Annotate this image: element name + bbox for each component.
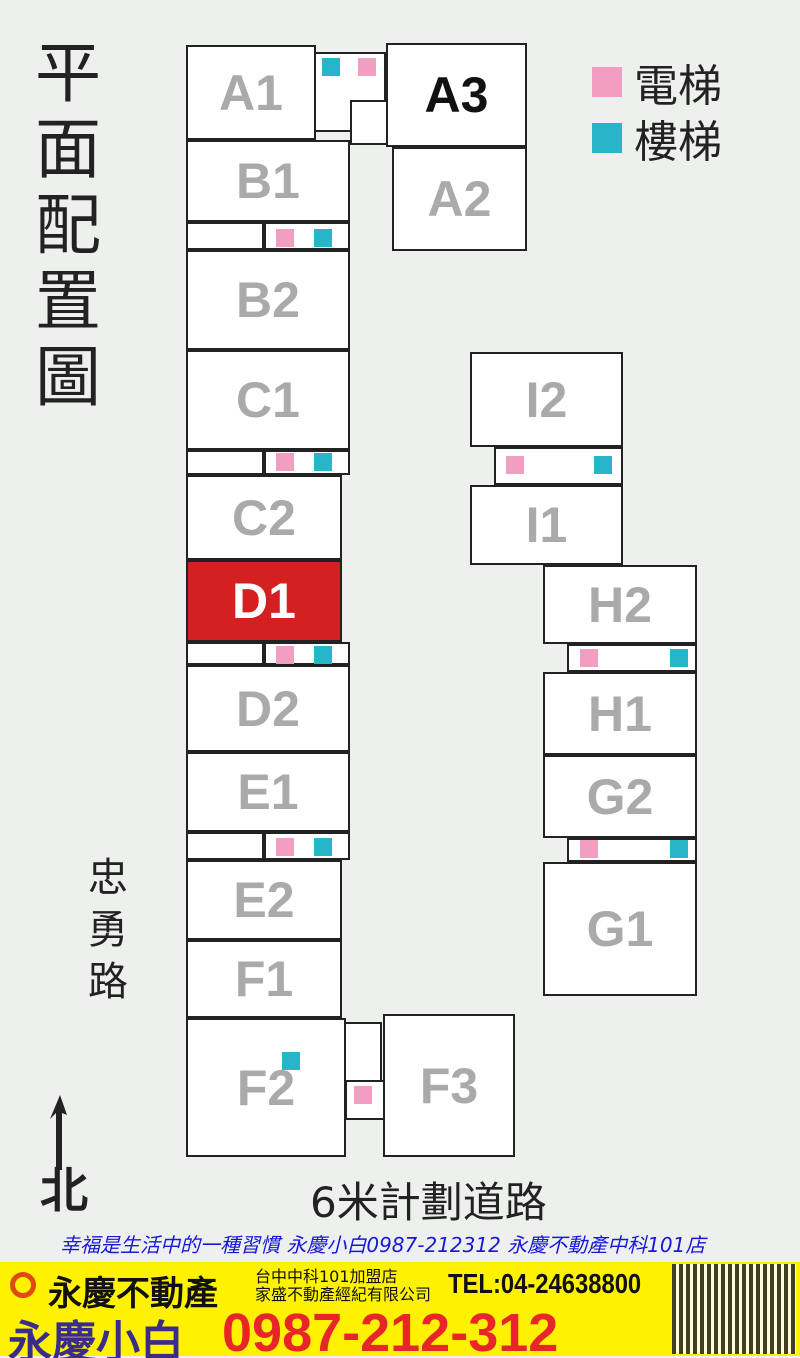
unit-label: B1 [236,153,300,209]
unit-label: F1 [234,951,294,1007]
unit-label: A2 [427,171,492,227]
unit-b1[interactable]: B1 [186,140,350,222]
corridor [186,222,264,250]
legend-label: 樓梯 [634,117,722,168]
unit-i2[interactable]: I2 [470,352,623,447]
stairs-marker [670,840,688,858]
unit-label: F3 [419,1057,479,1114]
brand-logo-icon [10,1272,36,1298]
unit-label: G1 [586,901,654,957]
legend-elevator: 電梯 [592,50,722,114]
elevator-marker [354,1086,372,1104]
elevator-swatch [592,67,622,97]
watermark-text: 幸福是生活中的一種習慣 永慶小白0987-212312 永慶不動產中科101店 [60,1233,706,1257]
qr-code[interactable] [672,1264,796,1354]
unit-label: D1 [232,573,296,629]
legend-label: 電梯 [634,61,722,112]
store-info: 台中中科101加盟店 家盛不動產經紀有限公司 [255,1268,431,1304]
unit-label: E1 [237,764,299,820]
unit-label: C2 [232,489,296,546]
stairs-swatch [592,123,622,153]
elevator-marker [580,840,598,858]
agent-mobile: 0987-212-312 [222,1303,559,1358]
elevator-marker [276,229,294,247]
unit-h2[interactable]: H2 [543,565,697,644]
unit-e2[interactable]: E2 [186,860,342,940]
stairs-marker [322,58,340,76]
unit-f1[interactable]: F1 [186,940,342,1018]
unit-f2[interactable]: F2 [186,1018,346,1157]
unit-g2[interactable]: G2 [543,755,697,838]
elevator-marker [276,646,294,664]
unit-label: H2 [588,576,652,633]
store-name: 台中中科101加盟店 [255,1267,398,1286]
stairs-marker [314,838,332,856]
unit-f3[interactable]: F3 [383,1014,515,1157]
corridor [186,832,264,860]
elevator-marker [506,456,524,474]
north-arrow-icon [50,1095,67,1170]
brand-name: 永慶不動產 [48,1274,218,1314]
unit-c1[interactable]: C1 [186,350,350,450]
unit-label: G2 [586,768,654,825]
company-name: 家盛不動產經紀有限公司 [255,1285,432,1304]
plan-title: 平面配置圖 [35,35,101,416]
unit-label: E2 [233,872,295,928]
elevator-marker [276,838,294,856]
legend-stairs: 樓梯 [592,106,722,170]
unit-d1[interactable]: D1 [186,560,342,642]
unit-label: D2 [236,680,300,737]
unit-label: H1 [588,685,652,742]
unit-h1[interactable]: H1 [543,672,697,755]
stairs-marker [314,229,332,247]
unit-label: B2 [236,272,300,328]
corridor [186,450,264,475]
agent-name: 永慶小白 [8,1317,184,1358]
unit-a1[interactable]: A1 [186,45,316,140]
elevator-marker [358,58,376,76]
unit-g1[interactable]: G1 [543,862,697,996]
unit-a3[interactable]: A3 [386,43,527,147]
store-tel: TEL:04-24638800 [448,1268,642,1299]
unit-label: I2 [525,371,568,428]
north-label: 北 [40,1163,89,1219]
stairs-marker [314,453,332,471]
unit-i1[interactable]: I1 [470,485,623,565]
road-bottom-label: 6米計劃道路 [310,1178,547,1227]
unit-label: C1 [236,372,300,428]
elevator-marker [276,453,294,471]
stairs-marker [594,456,612,474]
stairs-marker [670,649,688,667]
unit-label: A3 [424,67,489,123]
elevator-marker [580,649,598,667]
unit-b2[interactable]: B2 [186,250,350,350]
unit-label: A1 [219,64,283,121]
road-left-label: 忠勇路 [88,855,128,1005]
stairs-marker [282,1052,300,1070]
agent-banner: 永慶不動產 台中中科101加盟店 家盛不動產經紀有限公司 TEL:04-2463… [0,1262,800,1358]
unit-label: I1 [525,497,568,553]
unit-a2[interactable]: A2 [392,147,527,251]
unit-e1[interactable]: E1 [186,752,350,832]
north-arrow: 北 [40,1095,100,1225]
unit-c2[interactable]: C2 [186,475,342,560]
stairs-marker [314,646,332,664]
unit-d2[interactable]: D2 [186,665,350,752]
corridor [186,642,264,665]
